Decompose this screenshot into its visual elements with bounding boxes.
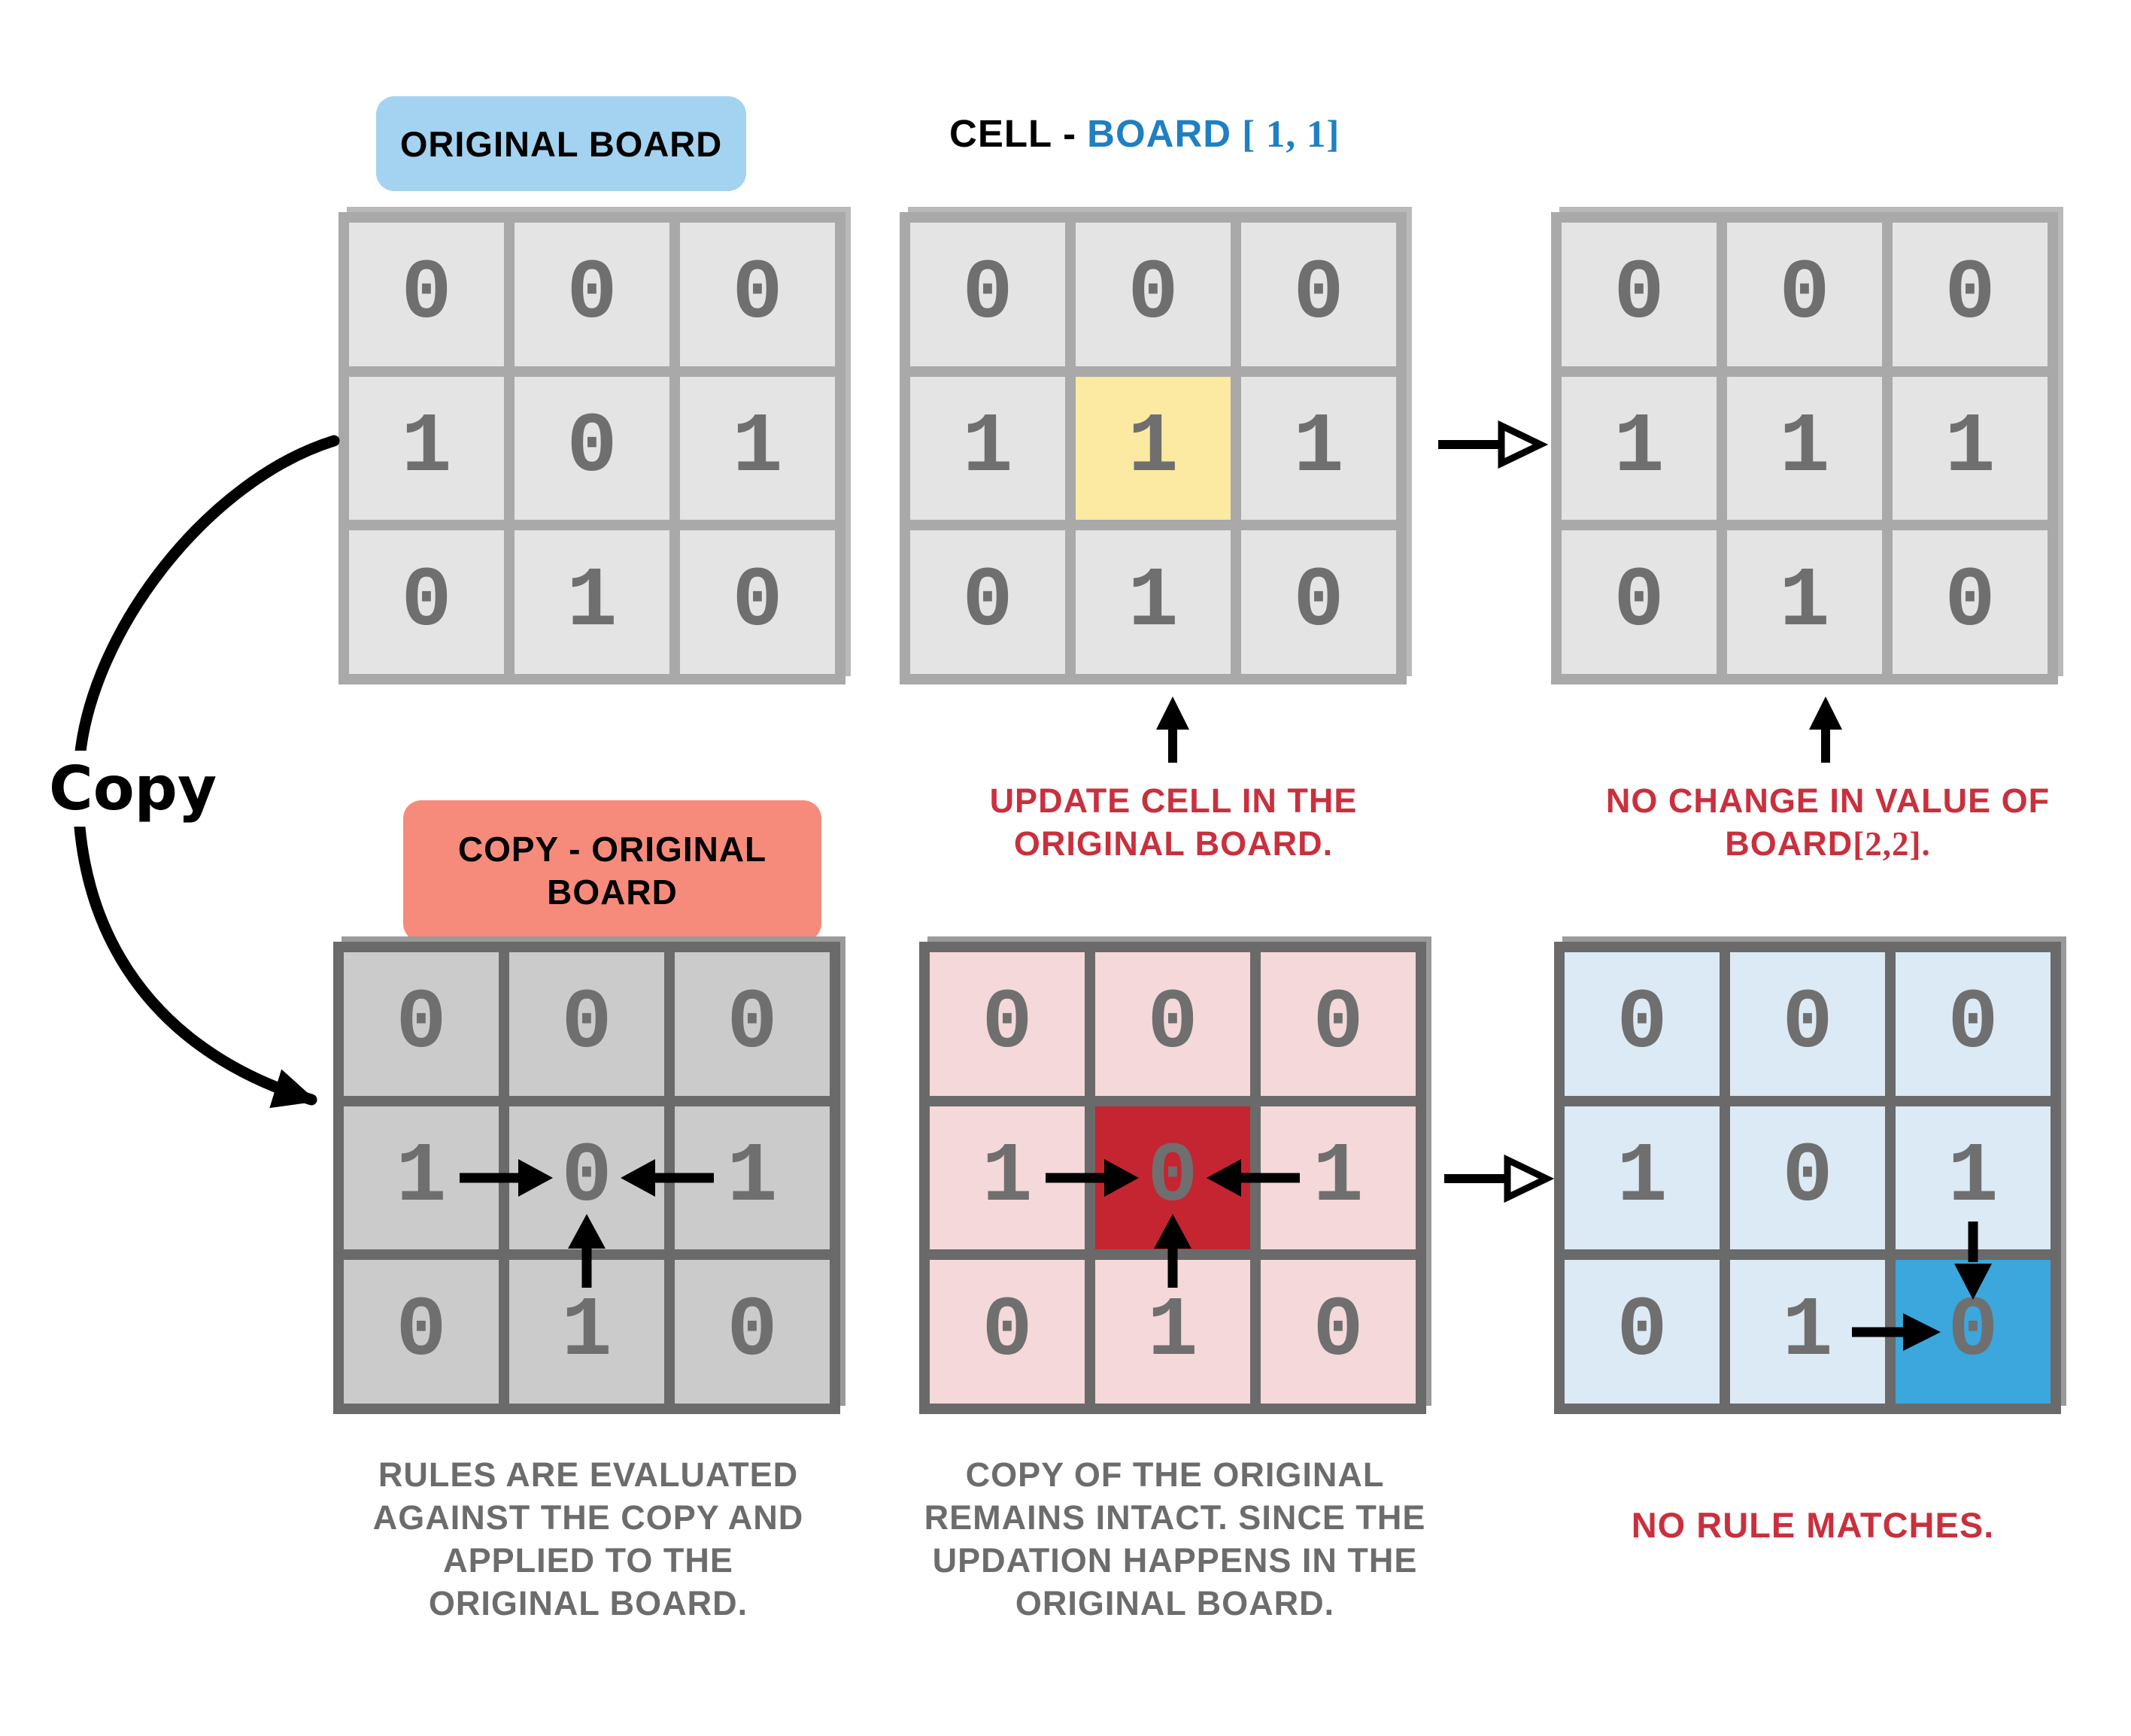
grid-cell: 0 xyxy=(1727,223,1882,366)
grid-cell: 0 xyxy=(1261,1260,1416,1404)
grid-cell: 0 xyxy=(344,952,499,1096)
caption-line: ORIGINAL BOARD. xyxy=(1015,1584,1335,1623)
grid-cell: 0 xyxy=(349,530,504,674)
caption-board-word: BOARD xyxy=(1725,824,1853,863)
caption-no-rule-matches: NO RULE MATCHES. xyxy=(1631,1505,1995,1545)
copy-original-label-line2: BOARD xyxy=(547,873,678,912)
grid-cell: 1 xyxy=(1241,376,1396,520)
grid-cell: 0 xyxy=(1095,952,1250,1096)
board-grid-updating: 0 0 0 1 1 1 0 1 0 xyxy=(900,212,1407,684)
grid-cell: 0 xyxy=(1241,530,1396,674)
cell-word: CELL xyxy=(949,112,1053,155)
arrow-up-icon xyxy=(1809,697,1842,763)
grid-cell: 0 xyxy=(930,952,1085,1096)
grid-cell-highlight-blue: 0 xyxy=(1896,1260,2051,1404)
grid-cell: 1 xyxy=(1261,1106,1416,1250)
grid-cell: 0 xyxy=(1076,223,1231,366)
grid-cell: 0 xyxy=(1893,223,2048,366)
grid-cell: 0 xyxy=(515,376,669,520)
grid-cell: 0 xyxy=(344,1260,499,1404)
board-word: BOARD xyxy=(1087,112,1232,155)
grid-cell: 0 xyxy=(1730,952,1885,1096)
grid-cell: 1 xyxy=(1896,1106,2051,1250)
grid-cell: 1 xyxy=(1095,1260,1250,1404)
grid-cell: 1 xyxy=(1727,376,1882,520)
grid-cell: 1 xyxy=(930,1106,1085,1250)
grid-cell-highlight-red: 0 xyxy=(1095,1106,1250,1250)
dash: - xyxy=(1063,112,1077,155)
copy-arrow-label: Copy xyxy=(41,751,225,827)
grid-cell: 1 xyxy=(680,376,835,520)
grid-cell: 1 xyxy=(910,376,1065,520)
caption-no-change: NO CHANGE IN VALUE OF BOARD[2,2]. xyxy=(1580,779,2076,866)
grid-cell: 0 xyxy=(680,530,835,674)
board-grid-copy: 0 0 0 1 0 1 0 1 0 xyxy=(333,942,840,1414)
grid-cell: 0 xyxy=(1730,1106,1885,1250)
grid-cell: 1 xyxy=(1893,376,2048,520)
grid-cell: 0 xyxy=(349,223,504,366)
grid-cell: 0 xyxy=(509,952,664,1096)
grid-cell: 0 xyxy=(509,1106,664,1250)
grid-cell: 0 xyxy=(1241,223,1396,366)
caption-line: UPDATION HAPPENS IN THE xyxy=(932,1541,1418,1580)
caption-copy-intact: COPY OF THE ORIGINAL REMAINS INTACT. SIN… xyxy=(873,1453,1477,1625)
grid-cell: 1 xyxy=(1730,1260,1885,1404)
grid-cell: 0 xyxy=(1261,952,1416,1096)
grid-cell: 0 xyxy=(675,952,830,1096)
grid-cell: 1 xyxy=(675,1106,830,1250)
cell-board-reference: CELL - BOARD [ 1, 1] xyxy=(949,111,1340,156)
board-grid-copy-no-rule: 0 0 0 1 0 1 0 1 0 xyxy=(1554,942,2061,1414)
grid-cell: 0 xyxy=(680,223,835,366)
grid-cell: 0 xyxy=(1893,530,2048,674)
grid-cell: 1 xyxy=(509,1260,664,1404)
original-board-label-text: ORIGINAL BOARD xyxy=(399,123,723,164)
arrow-up-icon xyxy=(1156,697,1189,763)
grid-cell: 1 xyxy=(1727,530,1882,674)
board-grid-original: 0 0 0 1 0 1 0 1 0 xyxy=(338,212,845,684)
grid-cell: 0 xyxy=(1562,223,1717,366)
board-index: [ 1, 1] xyxy=(1242,114,1340,156)
caption-line: ORIGINAL BOARD. xyxy=(1013,824,1334,863)
grid-cell-highlight-yellow: 1 xyxy=(1076,376,1231,520)
board-grid-copy-intact: 0 0 0 1 0 1 0 1 0 xyxy=(919,942,1426,1414)
original-board-label: ORIGINAL BOARD xyxy=(376,96,746,191)
caption-line: AGAINST THE COPY AND xyxy=(372,1498,804,1537)
grid-cell: 1 xyxy=(349,376,504,520)
caption-board-index: [2,2]. xyxy=(1853,825,1931,863)
copy-original-board-label: COPY - ORIGINAL BOARD xyxy=(403,800,821,942)
grid-cell: 1 xyxy=(1562,376,1717,520)
grid-cell: 0 xyxy=(1896,952,2051,1096)
grid-cell: 1 xyxy=(1076,530,1231,674)
board-grid-after-update: 0 0 0 1 1 1 0 1 0 xyxy=(1551,212,2058,684)
arrow-right-icon xyxy=(1438,420,1548,469)
grid-cell: 0 xyxy=(930,1260,1085,1404)
caption-rules-evaluated: RULES ARE EVALUATED AGAINST THE COPY AND… xyxy=(316,1453,861,1625)
caption-line: REMAINS INTACT. SINCE THE xyxy=(924,1498,1426,1537)
caption-line: ORIGINAL BOARD. xyxy=(428,1584,748,1623)
caption-update-cell: UPDATE CELL IN THE ORIGINAL BOARD. xyxy=(933,779,1414,865)
grid-cell: 0 xyxy=(1562,530,1717,674)
caption-line: BOARD[2,2]. xyxy=(1580,822,2076,866)
grid-cell: 0 xyxy=(1565,952,1720,1096)
caption-line: NO CHANGE IN VALUE OF xyxy=(1605,782,2051,820)
copy-original-label-line1: COPY - ORIGINAL xyxy=(457,829,767,869)
caption-line: COPY OF THE ORIGINAL xyxy=(965,1455,1385,1494)
grid-cell: 1 xyxy=(344,1106,499,1250)
grid-cell: 0 xyxy=(515,223,669,366)
arrow-right-icon xyxy=(1444,1154,1554,1203)
grid-cell: 0 xyxy=(910,530,1065,674)
grid-cell: 0 xyxy=(675,1260,830,1404)
grid-cell: 1 xyxy=(515,530,669,674)
caption-line: APPLIED TO THE xyxy=(443,1541,733,1580)
grid-cell: 0 xyxy=(910,223,1065,366)
grid-cell: 0 xyxy=(1565,1260,1720,1404)
caption-line: RULES ARE EVALUATED xyxy=(378,1455,799,1494)
caption-line: UPDATE CELL IN THE xyxy=(989,782,1358,820)
grid-cell: 1 xyxy=(1565,1106,1720,1250)
